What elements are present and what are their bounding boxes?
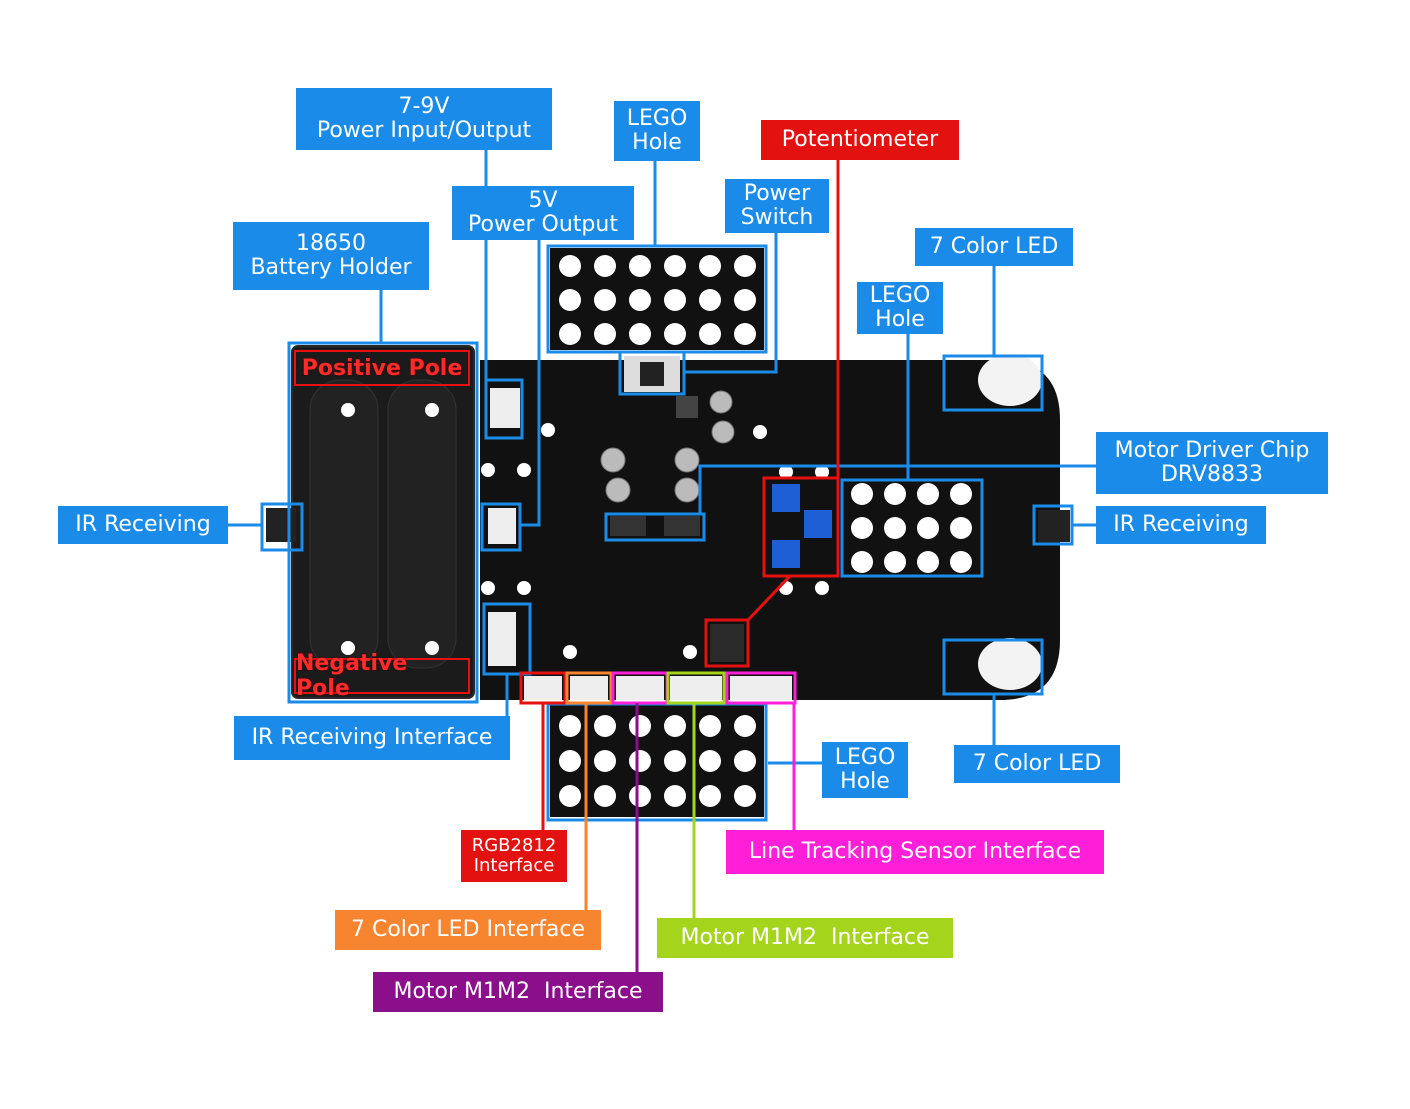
potentiometer	[772, 484, 800, 512]
label-lego-right-line2: Hole	[875, 307, 925, 332]
label-led-top-text: 7 Color LED	[929, 234, 1059, 259]
label-power-input-output: 7-9V Power Input/Output	[296, 88, 552, 150]
label-positive-pole-text: Positive Pole	[301, 355, 463, 381]
label-rgb-line1: RGB2812	[471, 835, 557, 856]
label-5v-power-output: 5V Power Output	[452, 186, 634, 240]
label-ir-receiving-right: IR Receiving	[1096, 506, 1266, 544]
label-ir-right-text: IR Receiving	[1113, 512, 1249, 537]
label-led-iface-text: 7 Color LED Interface	[350, 917, 585, 942]
label-7-color-led-top: 7 Color LED	[915, 228, 1073, 266]
label-power-switch: Power Switch	[725, 179, 829, 233]
lego-plate-bottom	[550, 705, 764, 817]
label-negative-pole: Negative Pole	[294, 651, 470, 701]
ir-receiver-right	[1038, 510, 1070, 542]
label-ir-interface-text: IR Receiving Interface	[251, 725, 493, 750]
label-motor-chip-line1: Motor Driver Chip	[1114, 438, 1310, 463]
label-motor-purple-text: Motor M1M2 Interface	[393, 979, 643, 1004]
label-ir-left-text: IR Receiving	[75, 512, 211, 537]
label-7-color-led-bottom: 7 Color LED	[954, 745, 1120, 783]
lego-holes-right	[851, 483, 972, 573]
label-ir-receiving-left: IR Receiving	[58, 506, 228, 544]
label-line-track-text: Line Tracking Sensor Interface	[748, 839, 1082, 864]
lego-plate-top	[550, 248, 764, 350]
label-lego-top-line2: Hole	[632, 130, 682, 155]
label-potentiometer-text: Potentiometer	[781, 127, 939, 152]
label-switch-line1: Power	[743, 181, 811, 206]
label-led-bottom-text: 7 Color LED	[972, 751, 1102, 776]
label-line-tracking-interface: Line Tracking Sensor Interface	[726, 830, 1104, 874]
label-potentiometer: Potentiometer	[761, 120, 959, 160]
label-5v-line1: 5V	[528, 188, 558, 213]
rgb-led-top	[978, 354, 1042, 406]
label-7-color-led-interface: 7 Color LED Interface	[335, 910, 601, 950]
label-lego-bottom-line2: Hole	[840, 769, 890, 794]
label-lego-bottom-line1: LEGO	[834, 745, 896, 770]
label-battery-holder: 18650 Battery Holder	[233, 222, 429, 290]
label-lego-hole-bottom: LEGO Hole	[822, 742, 908, 798]
label-switch-line2: Switch	[740, 205, 814, 230]
label-lego-top-line1: LEGO	[626, 106, 688, 131]
lego-holes-bottom	[559, 715, 756, 807]
label-5v-line2: Power Output	[468, 212, 618, 237]
pcb-board	[480, 360, 1060, 700]
rgb-led-bottom	[978, 638, 1042, 690]
label-battery-line1: 18650	[296, 231, 366, 256]
label-motor-interface-purple: Motor M1M2 Interface	[373, 972, 663, 1012]
label-rgb2812-interface: RGB2812 Interface	[461, 830, 567, 882]
label-negative-pole-text: Negative Pole	[296, 651, 408, 701]
label-motor-interface-green: Motor M1M2 Interface	[657, 918, 953, 958]
label-positive-pole: Positive Pole	[294, 350, 470, 386]
lego-holes-top	[559, 255, 756, 345]
ir-receiver-left	[266, 508, 296, 542]
label-lego-hole-top: LEGO Hole	[614, 101, 700, 161]
label-rgb-line2: Interface	[473, 855, 555, 876]
label-ir-receiving-interface: IR Receiving Interface	[234, 716, 510, 760]
label-lego-right-line1: LEGO	[869, 283, 931, 308]
label-motor-driver-chip: Motor Driver Chip DRV8833	[1096, 432, 1328, 494]
label-motor-chip-line2: DRV8833	[1160, 462, 1264, 487]
label-motor-green-text: Motor M1M2 Interface	[680, 925, 930, 950]
label-lego-hole-right: LEGO Hole	[857, 282, 943, 334]
motor-driver-chip	[710, 624, 744, 662]
label-power-input-line2: Power Input/Output	[316, 118, 532, 143]
label-power-input-line1: 7-9V	[398, 94, 450, 119]
label-battery-line2: Battery Holder	[250, 255, 412, 280]
